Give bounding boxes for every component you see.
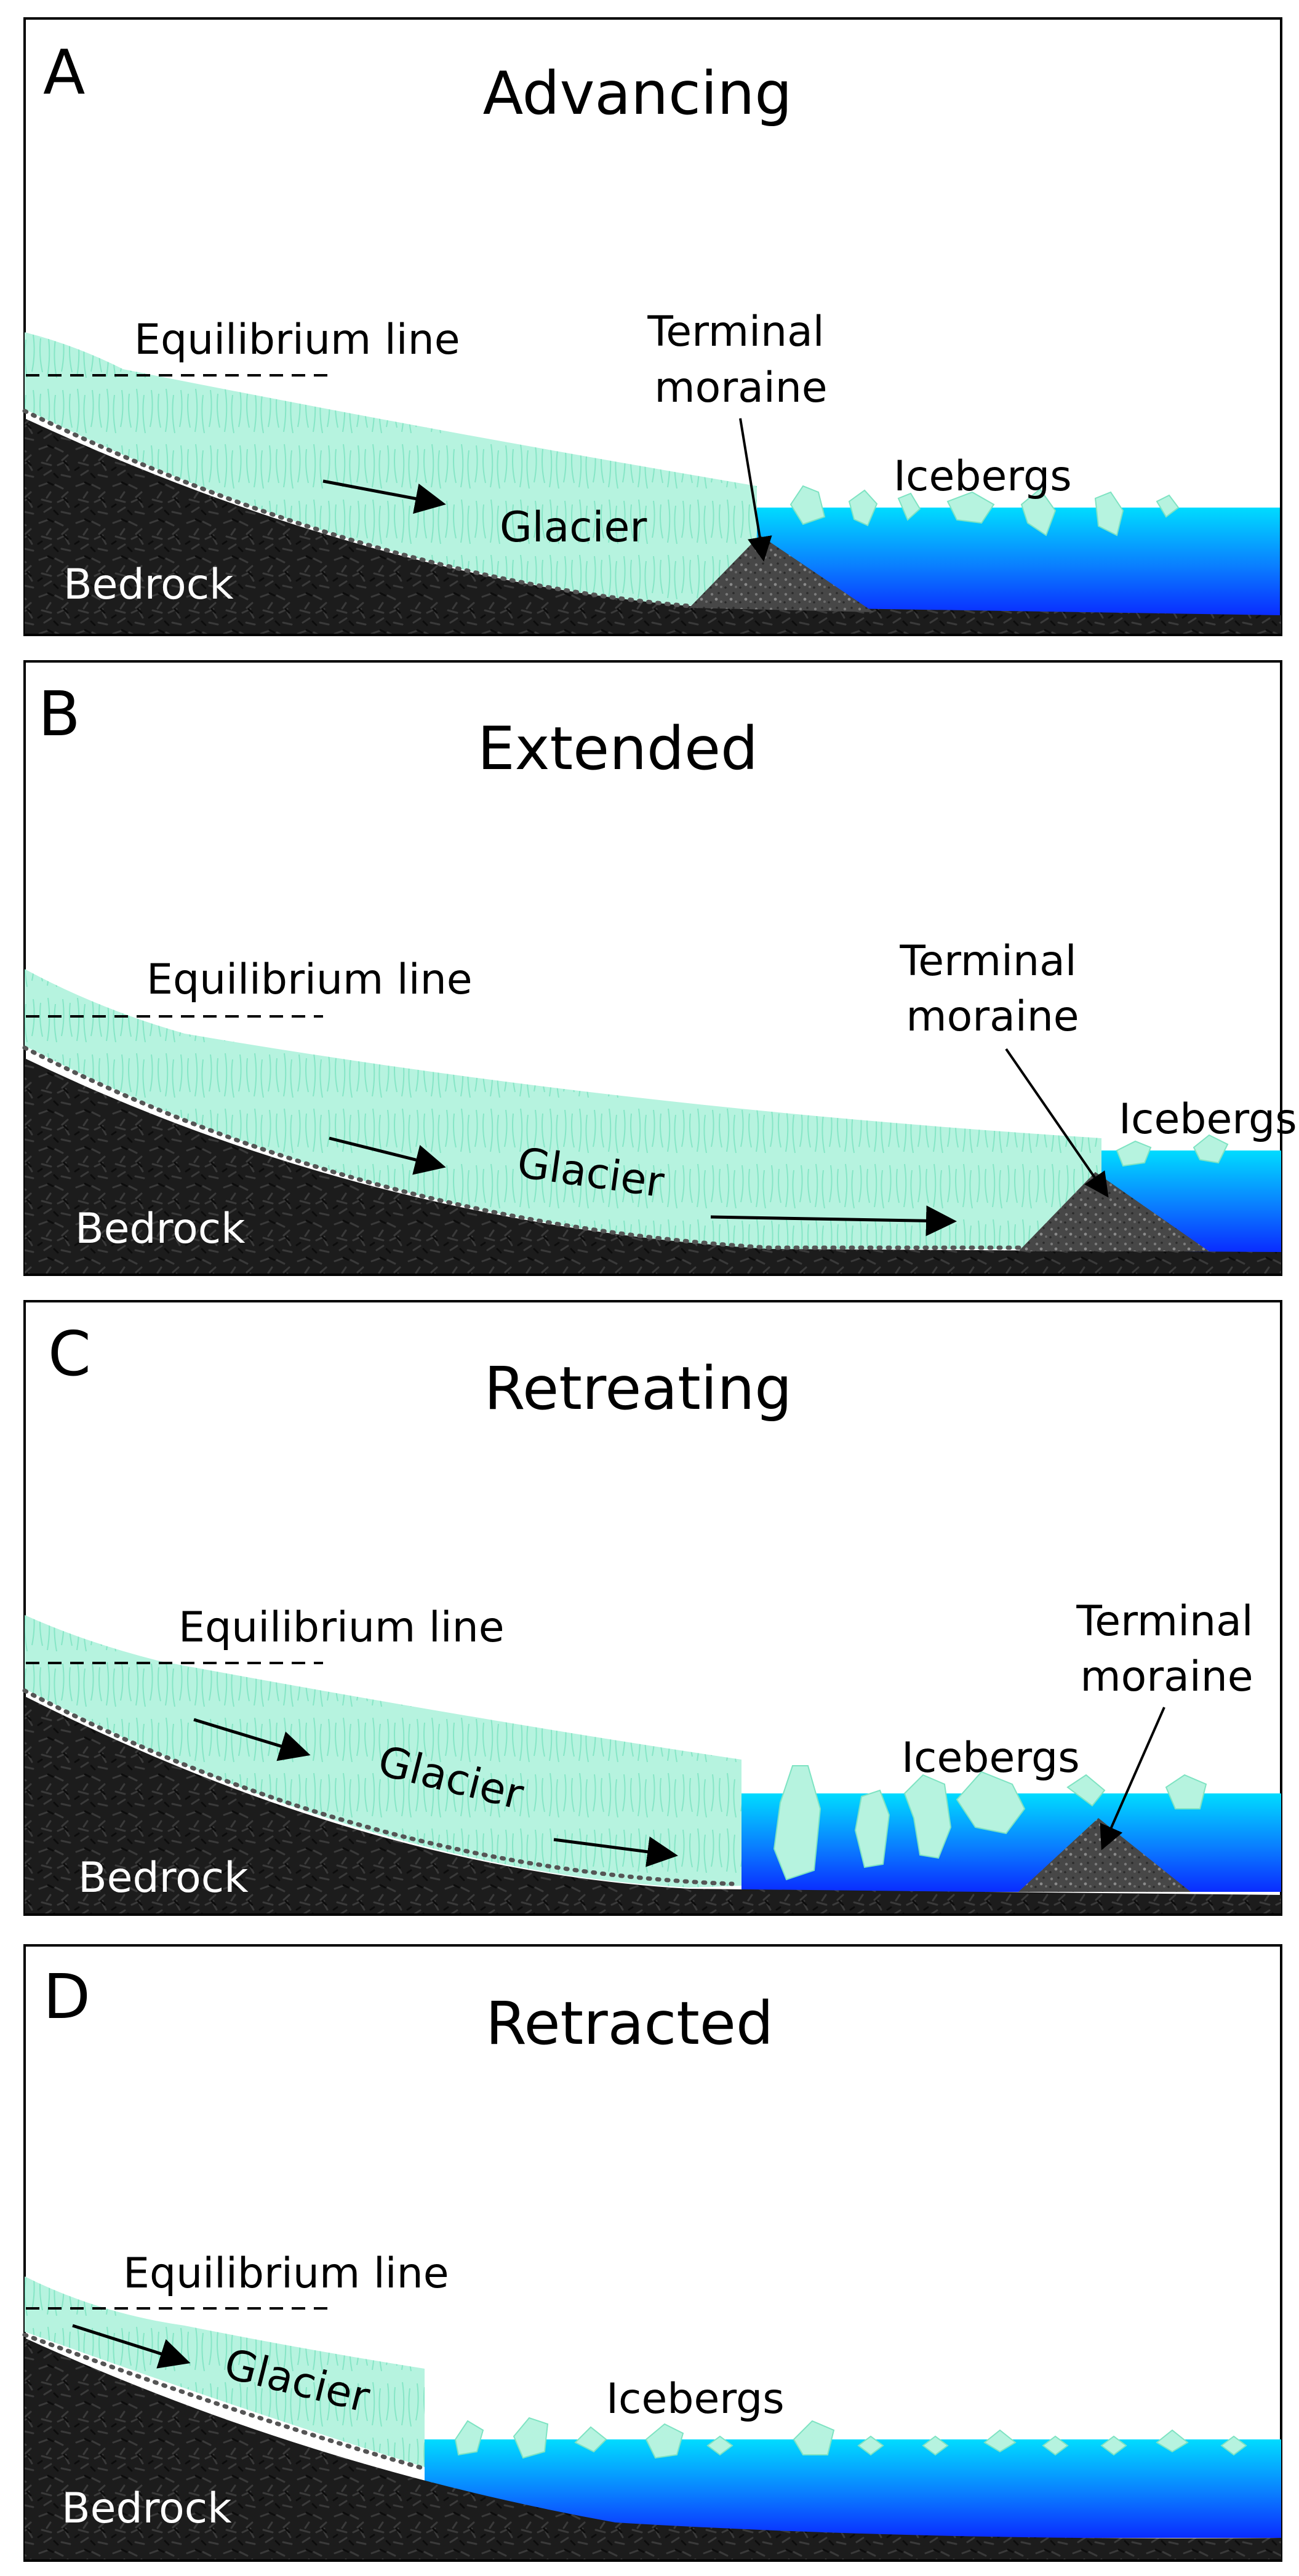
panel-b: B Extended Equilibrium line Glacier Bedr…	[22, 660, 1297, 1276]
panel-c-terminal-moraine	[1018, 1818, 1191, 1892]
panel-b-flow-arrow-2	[710, 1205, 957, 1237]
panel-c-title: Retreating	[484, 1354, 792, 1423]
panel-c-terminal-label-1: Terminal	[1076, 1597, 1253, 1646]
panel-a-terminal-moraine	[689, 535, 874, 612]
panel-a-glacier-label: Glacier	[500, 503, 647, 552]
panel-d-title: Retracted	[486, 1989, 773, 2058]
panel-d-debris-line	[22, 2332, 426, 2471]
panel-b-terminal-label-1: Terminal	[899, 937, 1076, 986]
panel-b-equilibrium-label: Equilibrium line	[146, 955, 473, 1004]
panel-a-terminal-label-2: moraine	[654, 364, 827, 412]
panel-b-letter: B	[38, 678, 81, 750]
panel-b-icebergs-label: Icebergs	[1119, 1095, 1297, 1144]
panel-c-letter: C	[48, 1318, 91, 1390]
panel-a-equilibrium-label: Equilibrium line	[134, 316, 460, 364]
panel-d-bedrock	[25, 2338, 1281, 2559]
panel-c-glacier	[25, 1615, 741, 1888]
panel-c-flow-arrow-1	[193, 1718, 311, 1761]
panel-a-terminal-label-1: Terminal	[647, 308, 824, 356]
panel-a-title: Advancing	[483, 59, 793, 128]
panel-d-equilibrium-label: Equilibrium line	[123, 2249, 449, 2298]
panel-d-glacier	[25, 2276, 425, 2467]
panel-c-bedrock	[25, 1696, 1281, 1913]
panel-b-flow-arrow-1	[329, 1136, 446, 1175]
panel-c-equilibrium-label: Equilibrium line	[178, 1603, 505, 1652]
panel-a-bedrock-label: Bedrock	[63, 560, 234, 609]
panel-a-debris-line	[22, 409, 692, 608]
panel-b-moraine-pointer	[1005, 1048, 1109, 1198]
panel-c-moraine-pointer	[1100, 1707, 1165, 1851]
panel-d-flow-arrow	[72, 2324, 191, 2369]
panel-b-icebergs	[1116, 1134, 1229, 1167]
panel-b-debris-line	[22, 1045, 1024, 1250]
panel-a: A Advancing Equilibrium line Glacier Bed…	[22, 17, 1282, 636]
panel-a-flow-arrow	[322, 479, 446, 514]
panel-c: C Retreating Equilibrium line Glacier Be…	[22, 1300, 1282, 1916]
panel-b-terminal-moraine	[1018, 1172, 1209, 1251]
panel-b-glacier	[25, 969, 1101, 1249]
panel-a-icebergs-label: Icebergs	[893, 452, 1072, 501]
panel-a-letter: A	[43, 36, 85, 108]
panel-a-moraine-pointer	[739, 418, 772, 562]
panel-c-debris-line	[22, 1688, 735, 1886]
panel-b-bedrock	[25, 1058, 1281, 1274]
panel-c-terminal-label-2: moraine	[1080, 1653, 1253, 1701]
panel-d-icebergs	[454, 2417, 1247, 2459]
panel-b-title: Extended	[478, 714, 758, 783]
panel-d-icebergs-label: Icebergs	[606, 2375, 785, 2423]
panel-a-icebergs	[789, 485, 1180, 536]
panel-d-bedrock-label: Bedrock	[62, 2484, 232, 2533]
panel-c-icebergs	[773, 1765, 1207, 1881]
panel-d-letter: D	[43, 1961, 90, 2033]
panel-a-bedrock	[25, 418, 1281, 634]
panel-a-glacier	[25, 332, 757, 606]
panel-c-flow-arrow-2	[553, 1836, 678, 1867]
panel-d: D Retracted Equilibrium line Glacier Bed…	[22, 1944, 1282, 2562]
panel-c-icebergs-label: Icebergs	[901, 1734, 1080, 1782]
panel-b-bedrock-label: Bedrock	[75, 1205, 246, 1253]
panel-b-terminal-label-2: moraine	[906, 992, 1079, 1041]
panel-c-bedrock-label: Bedrock	[78, 1854, 249, 1902]
